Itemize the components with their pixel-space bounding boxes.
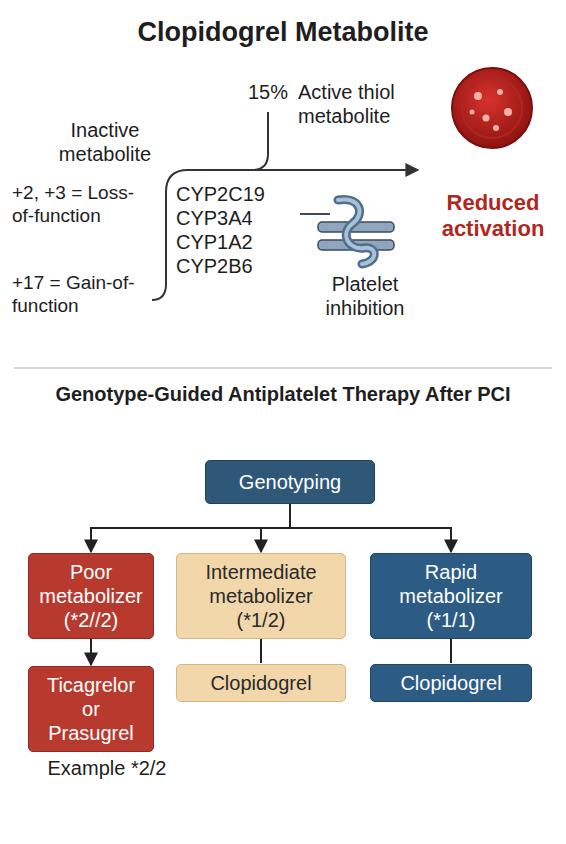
enzyme-label: CYP1A2 bbox=[176, 230, 286, 254]
effect-label: Reduced activation bbox=[424, 190, 562, 243]
connector bbox=[290, 504, 451, 552]
metabolite-label: Active thiol metabolite bbox=[298, 80, 410, 128]
result-box: Poor metabolizer (*2//2) bbox=[28, 553, 154, 639]
box-text: Clopidogrel bbox=[210, 671, 311, 695]
drug-box: Clopidogrel bbox=[176, 664, 346, 702]
box-text: Rapid metabolizer (*1/1) bbox=[379, 560, 523, 632]
result-box: Intermediate metabolizer (*1/2) bbox=[176, 553, 346, 639]
box-text: Poor metabolizer (*2//2) bbox=[37, 560, 145, 632]
connector bbox=[260, 639, 262, 663]
box-text: Ticagrelor or Prasugrel bbox=[37, 673, 145, 745]
drug-box: Ticagrelor or Prasugrel bbox=[28, 666, 154, 752]
blood-cell-icon bbox=[452, 68, 532, 148]
variant-note: +2, +3 = Loss-of-function bbox=[12, 182, 152, 228]
enzyme-label: CYP3A4 bbox=[176, 206, 286, 230]
example-note: Example *2/2 bbox=[46, 756, 168, 780]
box-text: Intermediate metabolizer (*1/2) bbox=[185, 560, 337, 632]
result-box: Rapid metabolizer (*1/1) bbox=[370, 553, 532, 639]
box-text: Genotyping bbox=[239, 470, 341, 494]
box-text: Clopidogrel bbox=[400, 671, 501, 695]
connector bbox=[90, 639, 92, 665]
metabolite-label: Inactive metabolite bbox=[35, 118, 175, 166]
effect-label: Platelet inhibition bbox=[292, 272, 438, 320]
title: Clopidogrel Metabolite bbox=[10, 16, 556, 48]
enzyme-label: CYP2B6 bbox=[176, 254, 286, 278]
connector bbox=[261, 504, 290, 552]
section-divider bbox=[14, 367, 552, 369]
connector bbox=[91, 504, 290, 552]
variant-note: +17 = Gain-of-function bbox=[12, 272, 152, 318]
connector bbox=[450, 639, 452, 663]
percent-label: 15% bbox=[236, 80, 300, 104]
section-heading: Genotype-Guided Antiplatelet Therapy Aft… bbox=[10, 382, 556, 406]
receptor-icon bbox=[300, 199, 394, 264]
drug-box: Clopidogrel bbox=[370, 664, 532, 702]
pathway-branch bbox=[252, 112, 268, 170]
enzyme-label: CYP2C19 bbox=[176, 182, 286, 206]
process-box: Genotyping bbox=[205, 460, 375, 504]
